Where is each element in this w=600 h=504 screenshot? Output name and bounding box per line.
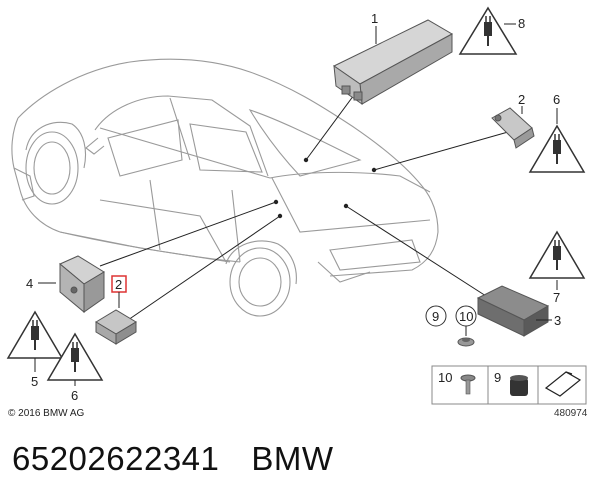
warning-triangle-7: [528, 230, 586, 279]
callout-3: 3: [554, 313, 561, 328]
callout-10: 10: [459, 309, 473, 324]
leader-points: [273, 157, 377, 219]
warning-triangle-6-right: [528, 124, 586, 173]
callout-2-left: 2: [115, 277, 122, 292]
grommet-icon: [510, 375, 528, 396]
callout-5: 5: [31, 374, 38, 389]
callout-4: 4: [26, 276, 33, 291]
part-2-sensor-right: [491, 107, 535, 149]
part-1-control-module: [333, 19, 454, 106]
legend-item-9: 9: [494, 370, 501, 385]
leader-lines: [99, 75, 509, 321]
footer-caption: 65202622341 BMW: [12, 440, 334, 478]
callout-6-left: 6: [71, 388, 78, 403]
screw-icon: [460, 374, 476, 395]
parts-legend: 10 9: [431, 365, 587, 405]
car-outline: [11, 58, 439, 317]
callout-7: 7: [553, 290, 560, 305]
figure-number: 480974: [554, 408, 588, 419]
callout-9-circle: [425, 305, 447, 327]
callout-8: 8: [518, 16, 525, 31]
callout-6-top: 6: [553, 92, 560, 107]
brand-name: BMW: [251, 440, 334, 477]
part-3-control-unit: [476, 285, 550, 337]
callout-1: 1: [371, 11, 378, 26]
part-4-module: [59, 255, 105, 314]
warning-triangle-8: [458, 6, 518, 55]
fastener-symbol-icon: [544, 371, 582, 397]
legend-item-10: 10: [438, 370, 452, 385]
callout-2-top: 2: [518, 92, 525, 107]
warning-triangle-5: [6, 310, 64, 359]
copyright-text: © 2016 BMW AG: [8, 408, 85, 419]
screw-part-10: [457, 337, 475, 347]
part-2-sensor-left: [95, 309, 137, 345]
part-number: 65202622341: [12, 440, 220, 477]
callout-9: 9: [432, 309, 439, 324]
